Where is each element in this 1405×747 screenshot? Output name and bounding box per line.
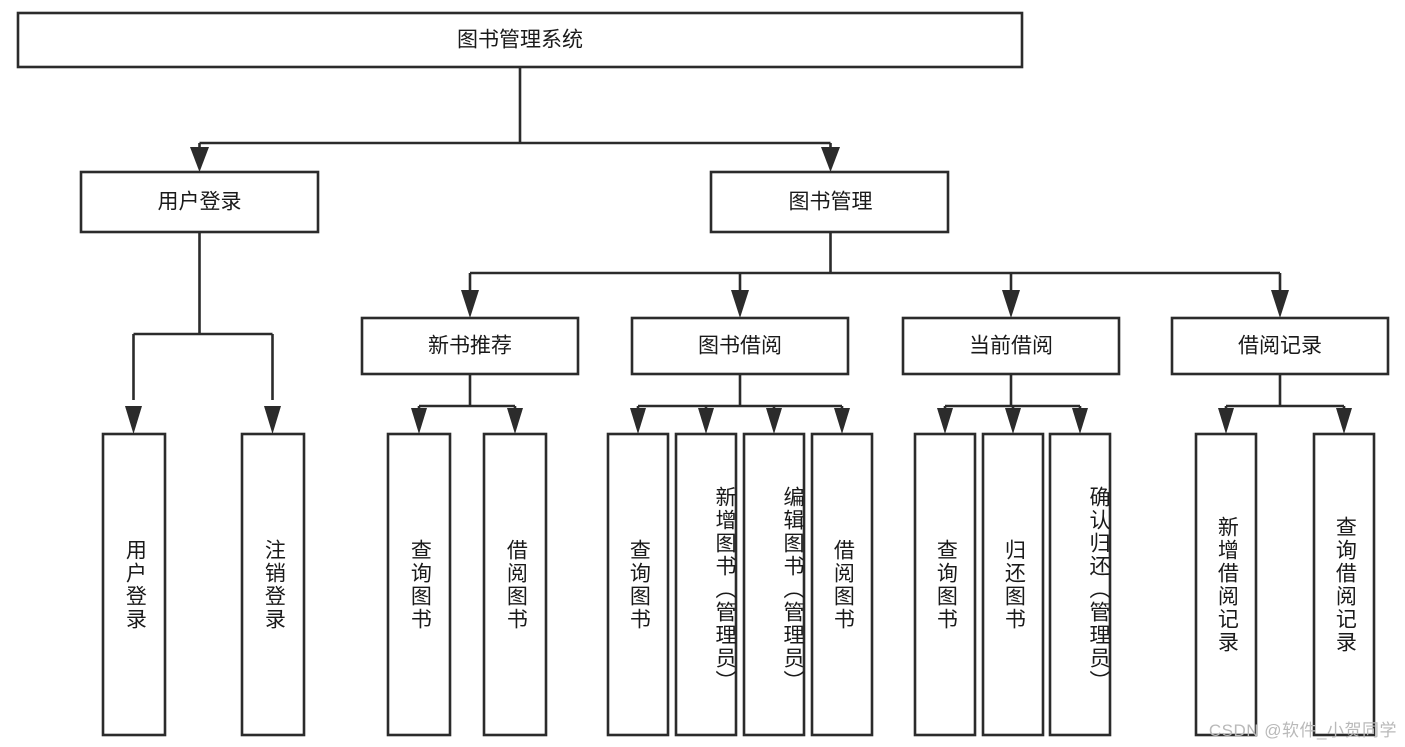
node-borrow-record[interactable]: 借阅记录 (1170, 316, 1390, 376)
arrowhead-current-borrow-leaf-1 (937, 408, 953, 434)
node-leaf-borrow-book[interactable] (810, 432, 874, 737)
node-new-book-recommend[interactable]: 新书推荐 (360, 316, 580, 376)
arrowhead-new-book-leaf-1 (411, 408, 427, 434)
node-leaf-confirm-return[interactable] (1048, 432, 1112, 737)
node-leaf-add-book[interactable] (674, 432, 738, 737)
arrowhead-level3-borrow-record (1271, 290, 1289, 318)
csdn-watermark: CSDN @软件_小贺同学 (1208, 721, 1397, 740)
node-current-borrow[interactable]: 当前借阅 (901, 316, 1121, 376)
node-leaf-add-borrow-record[interactable] (1194, 432, 1258, 737)
node-leaf-query-book-new[interactable] (386, 432, 452, 737)
node-book-manage-label: 图书管理 (789, 191, 873, 214)
arrowhead-level3-new-book (461, 290, 479, 318)
connector-current-borrow-to-leaves (943, 374, 1082, 412)
node-leaf-logout[interactable] (240, 432, 306, 737)
node-current-borrow-label: 当前借阅 (969, 335, 1053, 358)
node-leaf-user-login[interactable] (101, 432, 167, 737)
node-root-label: 图书管理系统 (457, 29, 583, 52)
connector-book-borrow-to-leaves (636, 374, 844, 412)
node-leaf-query-book-borrow[interactable] (606, 432, 670, 737)
node-borrow-record-label: 借阅记录 (1238, 335, 1322, 358)
connector-root-to-level2 (198, 67, 832, 152)
arrowhead-user-login-leaf-1 (125, 406, 142, 434)
node-user-login-label: 用户登录 (158, 191, 242, 214)
arrowhead-user-login-leaf-2 (264, 406, 281, 434)
arrowhead-borrow-record-leaf-2 (1336, 408, 1352, 434)
connector-new-book-to-leaves (417, 374, 517, 412)
node-new-book-recommend-label: 新书推荐 (428, 335, 512, 358)
arrowhead-book-borrow-leaf-3 (766, 408, 782, 434)
arrowhead-book-borrow-leaf-1 (630, 408, 646, 434)
connector-book-manage-to-level3 (468, 232, 1282, 290)
arrowhead-level3-book-borrow (731, 290, 749, 318)
node-leaf-borrow-book-new[interactable] (482, 432, 548, 737)
arrowhead-borrow-record-leaf-1 (1218, 408, 1234, 434)
arrowhead-book-borrow-leaf-2 (698, 408, 714, 434)
arrowhead-root-to-book-manage (821, 147, 840, 172)
node-leaf-edit-book[interactable] (742, 432, 806, 737)
arrowhead-new-book-leaf-2 (507, 408, 523, 434)
node-root[interactable]: 图书管理系统 (16, 11, 1024, 69)
node-book-manage[interactable]: 图书管理 (709, 170, 950, 234)
arrowhead-book-borrow-leaf-4 (834, 408, 850, 434)
node-leaf-return-book[interactable] (981, 432, 1045, 737)
connector-borrow-record-to-leaves (1224, 374, 1346, 412)
arrowhead-current-borrow-leaf-2 (1005, 408, 1021, 434)
node-user-login[interactable]: 用户登录 (79, 170, 320, 234)
arrowhead-root-to-user-login (190, 147, 209, 172)
node-book-borrow-label: 图书借阅 (698, 335, 782, 358)
arrowhead-current-borrow-leaf-3 (1072, 408, 1088, 434)
node-leaf-query-borrow-record[interactable] (1312, 432, 1376, 737)
connector-user-login-to-leaves (132, 232, 274, 400)
arrowhead-level3-current-borrow (1002, 290, 1020, 318)
node-leaf-query-book-current[interactable] (913, 432, 977, 737)
node-book-borrow[interactable]: 图书借阅 (630, 316, 850, 376)
